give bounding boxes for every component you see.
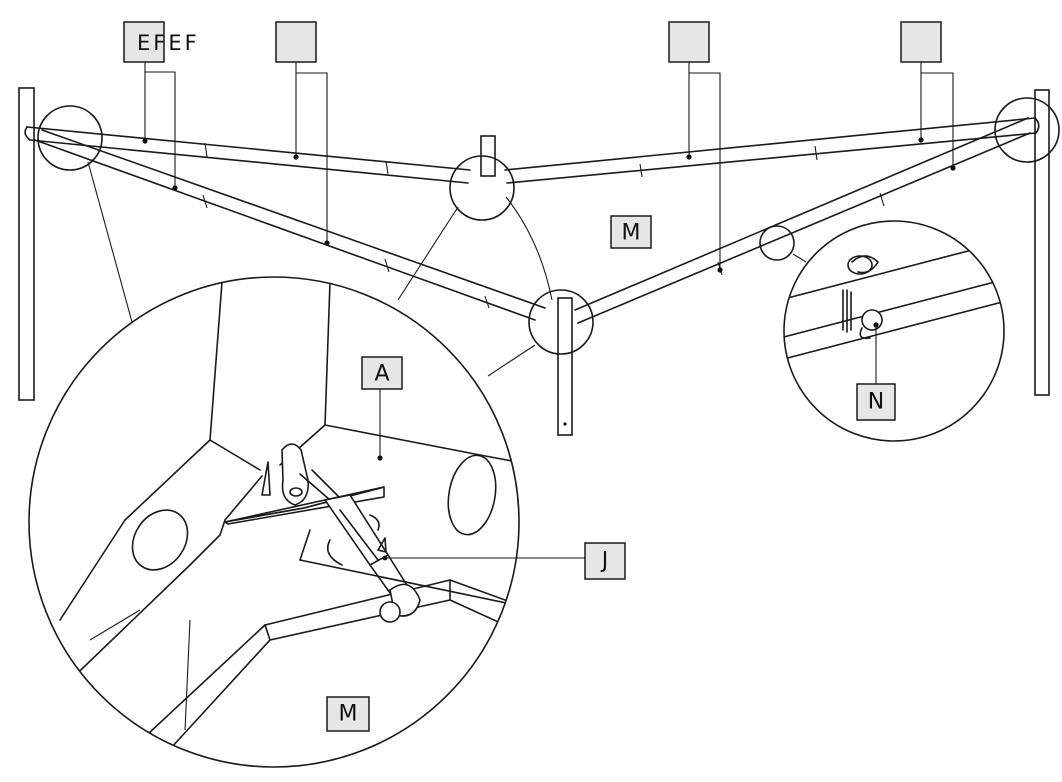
pin-tag <box>856 383 896 421</box>
detail-circle-outline <box>28 276 520 768</box>
detail-circle-center-back <box>449 155 515 221</box>
detail-markers <box>37 97 1060 355</box>
frame-posts <box>18 87 1050 401</box>
post-hole <box>563 422 567 426</box>
frame-rails <box>24 117 1040 324</box>
callout-box-3 <box>668 21 710 63</box>
pin-label: N <box>868 390 884 415</box>
post-left <box>18 87 35 401</box>
callout-box-2 <box>275 21 317 63</box>
post-center-front <box>557 297 573 436</box>
detail-panel-label: M <box>339 702 358 727</box>
tensioner-label: J <box>600 549 609 574</box>
pin-detail-circle-outline <box>783 220 1005 442</box>
detail-circle-right-rail <box>759 225 795 261</box>
center-panel-label: M <box>622 221 641 246</box>
callout-box-4 <box>900 21 942 63</box>
corner-bracket-detail: A J M <box>28 276 626 768</box>
detail-circle-right-corner <box>994 97 1060 163</box>
bracket-tag <box>361 356 403 390</box>
zoom-connectors <box>87 161 807 377</box>
bracket-label: A <box>374 362 389 387</box>
tensioner-tag <box>584 542 626 580</box>
callout-leaders <box>142 62 956 273</box>
center-panel-tag: M <box>610 215 652 249</box>
detail-circle-front <box>528 289 594 355</box>
post-right <box>1034 89 1050 396</box>
top-sequence-label: EFEF <box>137 31 200 55</box>
turnbuckle <box>261 443 421 623</box>
callout-boxes: EFEF <box>123 21 942 63</box>
detail-panel-tag <box>326 696 370 732</box>
detail-circle-left-corner <box>37 105 103 171</box>
pin-detail: N <box>783 220 1005 442</box>
callout-box-1 <box>123 21 165 63</box>
